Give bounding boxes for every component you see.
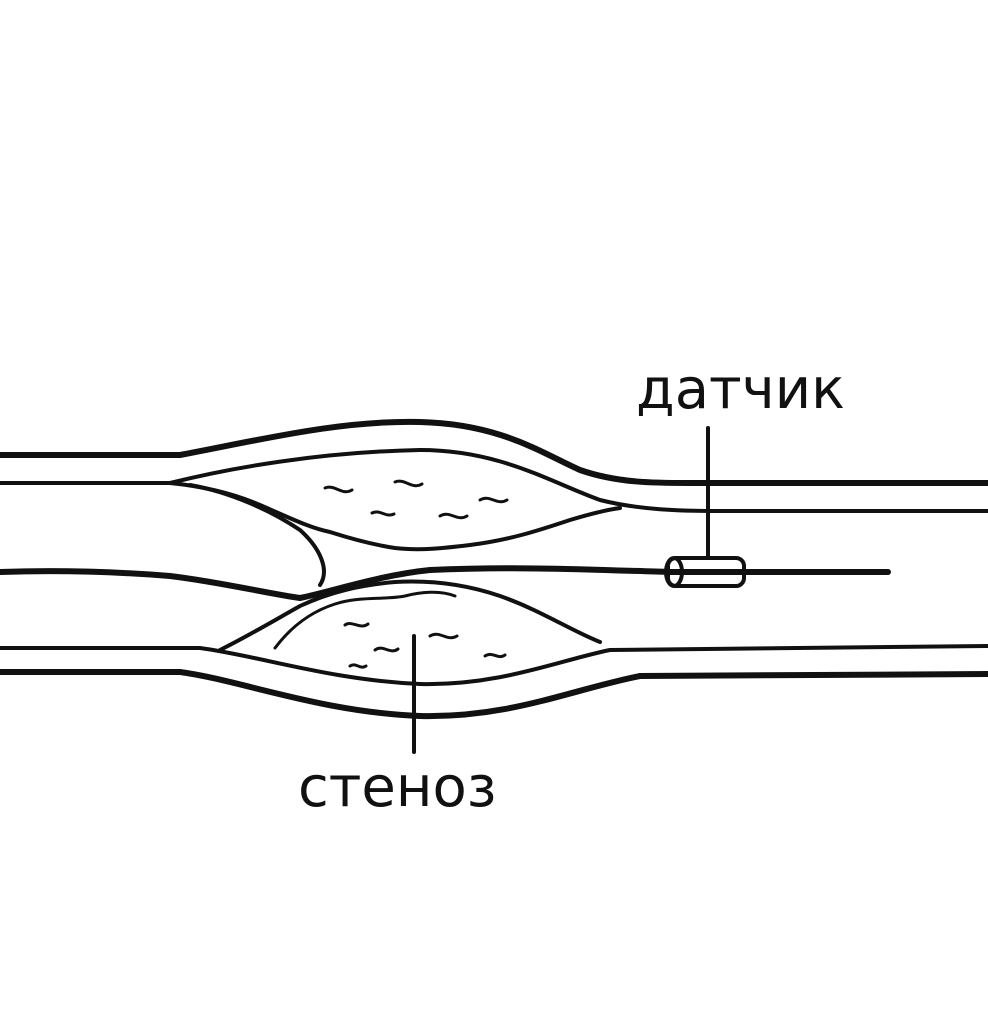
sensor-label: датчик (636, 357, 845, 422)
guidewire (0, 565, 891, 601)
upper-plaque-texture (323, 479, 509, 520)
lower-plaque-texture (343, 622, 507, 669)
upper-plaque (168, 481, 622, 552)
lower-artery-wall-inner (0, 644, 988, 687)
lower-plaque-top-edge (273, 590, 457, 650)
sensor-capsule-end (664, 556, 684, 588)
lower-plaque (218, 579, 602, 652)
upper-artery-wall-inner (0, 448, 988, 513)
stenosis-label: стеноз (298, 755, 497, 820)
vessel-lumen-top (188, 483, 326, 587)
upper-artery-wall-outer (0, 418, 988, 487)
lower-artery-wall-outer (0, 669, 988, 720)
